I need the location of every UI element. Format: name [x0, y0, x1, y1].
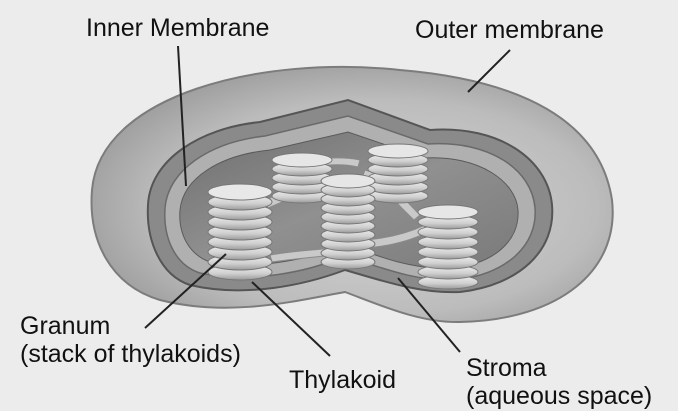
label-granum-line2: (stack of thylakoids)	[20, 340, 241, 368]
label-stroma-line2: (aqueous space)	[466, 382, 652, 410]
label-outer-membrane: Outer membrane	[415, 16, 604, 44]
label-granum: Granum (stack of thylakoids)	[20, 312, 241, 368]
granum-left	[208, 184, 272, 280]
granum-back-right	[368, 144, 428, 203]
granum-right	[418, 205, 478, 289]
label-stroma-line1: Stroma	[466, 354, 652, 382]
label-stroma: Stroma (aqueous space)	[466, 354, 652, 410]
label-thylakoid: Thylakoid	[289, 366, 396, 394]
granum-center	[321, 174, 375, 269]
label-granum-line1: Granum	[20, 312, 241, 340]
label-inner-membrane: Inner Membrane	[86, 14, 269, 42]
